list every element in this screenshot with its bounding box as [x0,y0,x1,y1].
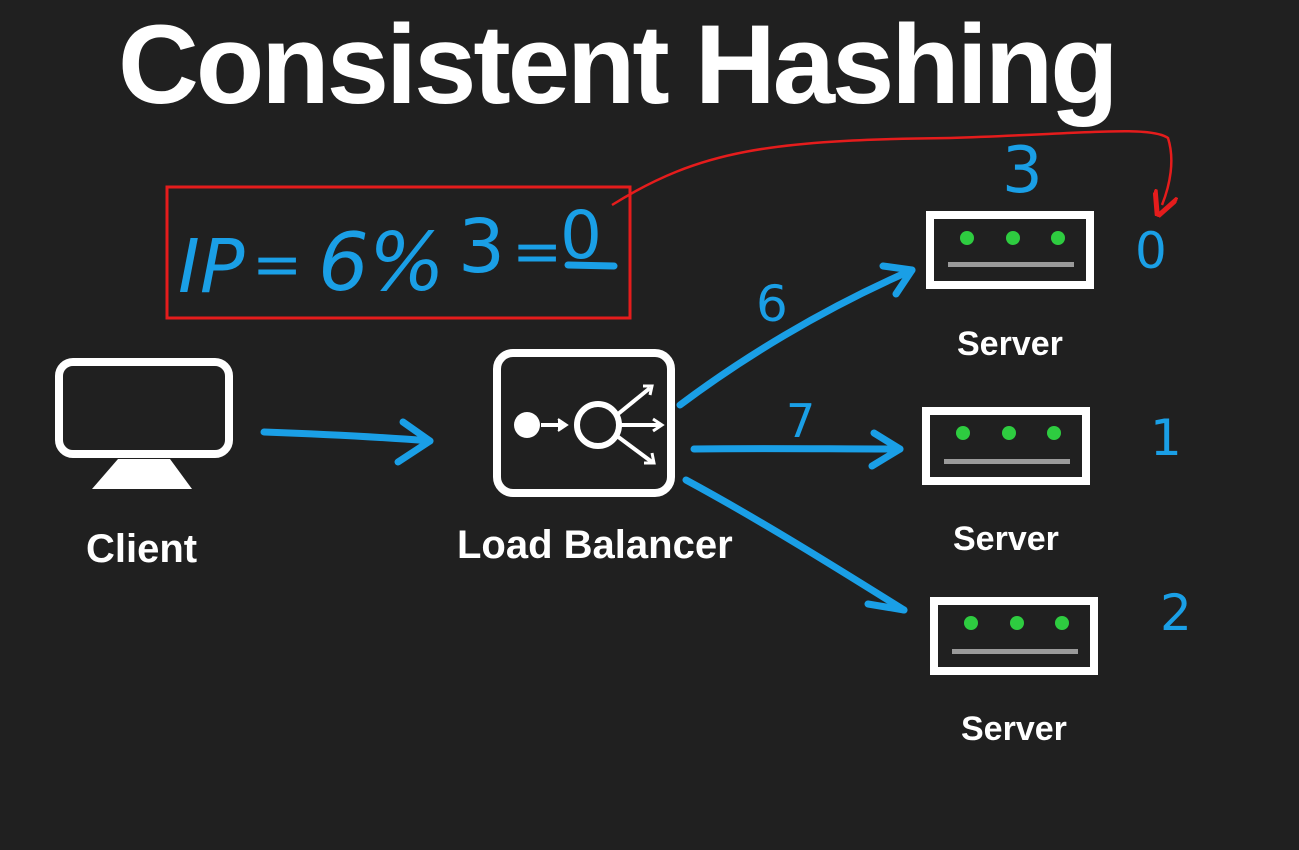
monitor-icon [55,358,233,489]
formula-equals-2: = [512,217,562,287]
formula-dividend: 6% [318,216,445,309]
balancer-to-server-2-arrow [682,476,908,614]
balancer-to-server-0-arrow [676,262,916,409]
client-to-balancer-arrow [260,418,434,466]
request-label-server-1: 7 [786,394,815,448]
formula-highlight-box [165,185,632,320]
client-label: Client [86,527,197,571]
formula-ip: IP [178,224,245,310]
red-pointer-arrow [611,129,1171,205]
load-balancer-icon [493,349,675,497]
request-label-server-0: 6 [756,275,788,333]
formula-equals-1: = [252,230,302,300]
formula-divisor: 3 [458,204,505,290]
server-0-index: 0 [1135,222,1167,280]
server-count-note: 3 [1002,134,1043,208]
server-1-index: 1 [1150,409,1182,467]
balancer-to-server-1-arrow [690,429,904,470]
page-title: Consistent Hashing [118,2,1116,127]
load-balancer-label: Load Balancer [457,523,733,567]
server-0-label: Server [957,325,1063,363]
formula-result: 0 [560,197,602,274]
server-1-label: Server [953,520,1059,558]
server-1-icon [922,407,1090,485]
formula: IP = 6% 3 = 0 [178,197,618,310]
server-2-index: 2 [1160,584,1192,642]
server-0-icon [926,211,1094,289]
formula-result-underline [564,261,618,270]
server-2-icon [930,597,1098,675]
server-2-label: Server [961,710,1067,748]
